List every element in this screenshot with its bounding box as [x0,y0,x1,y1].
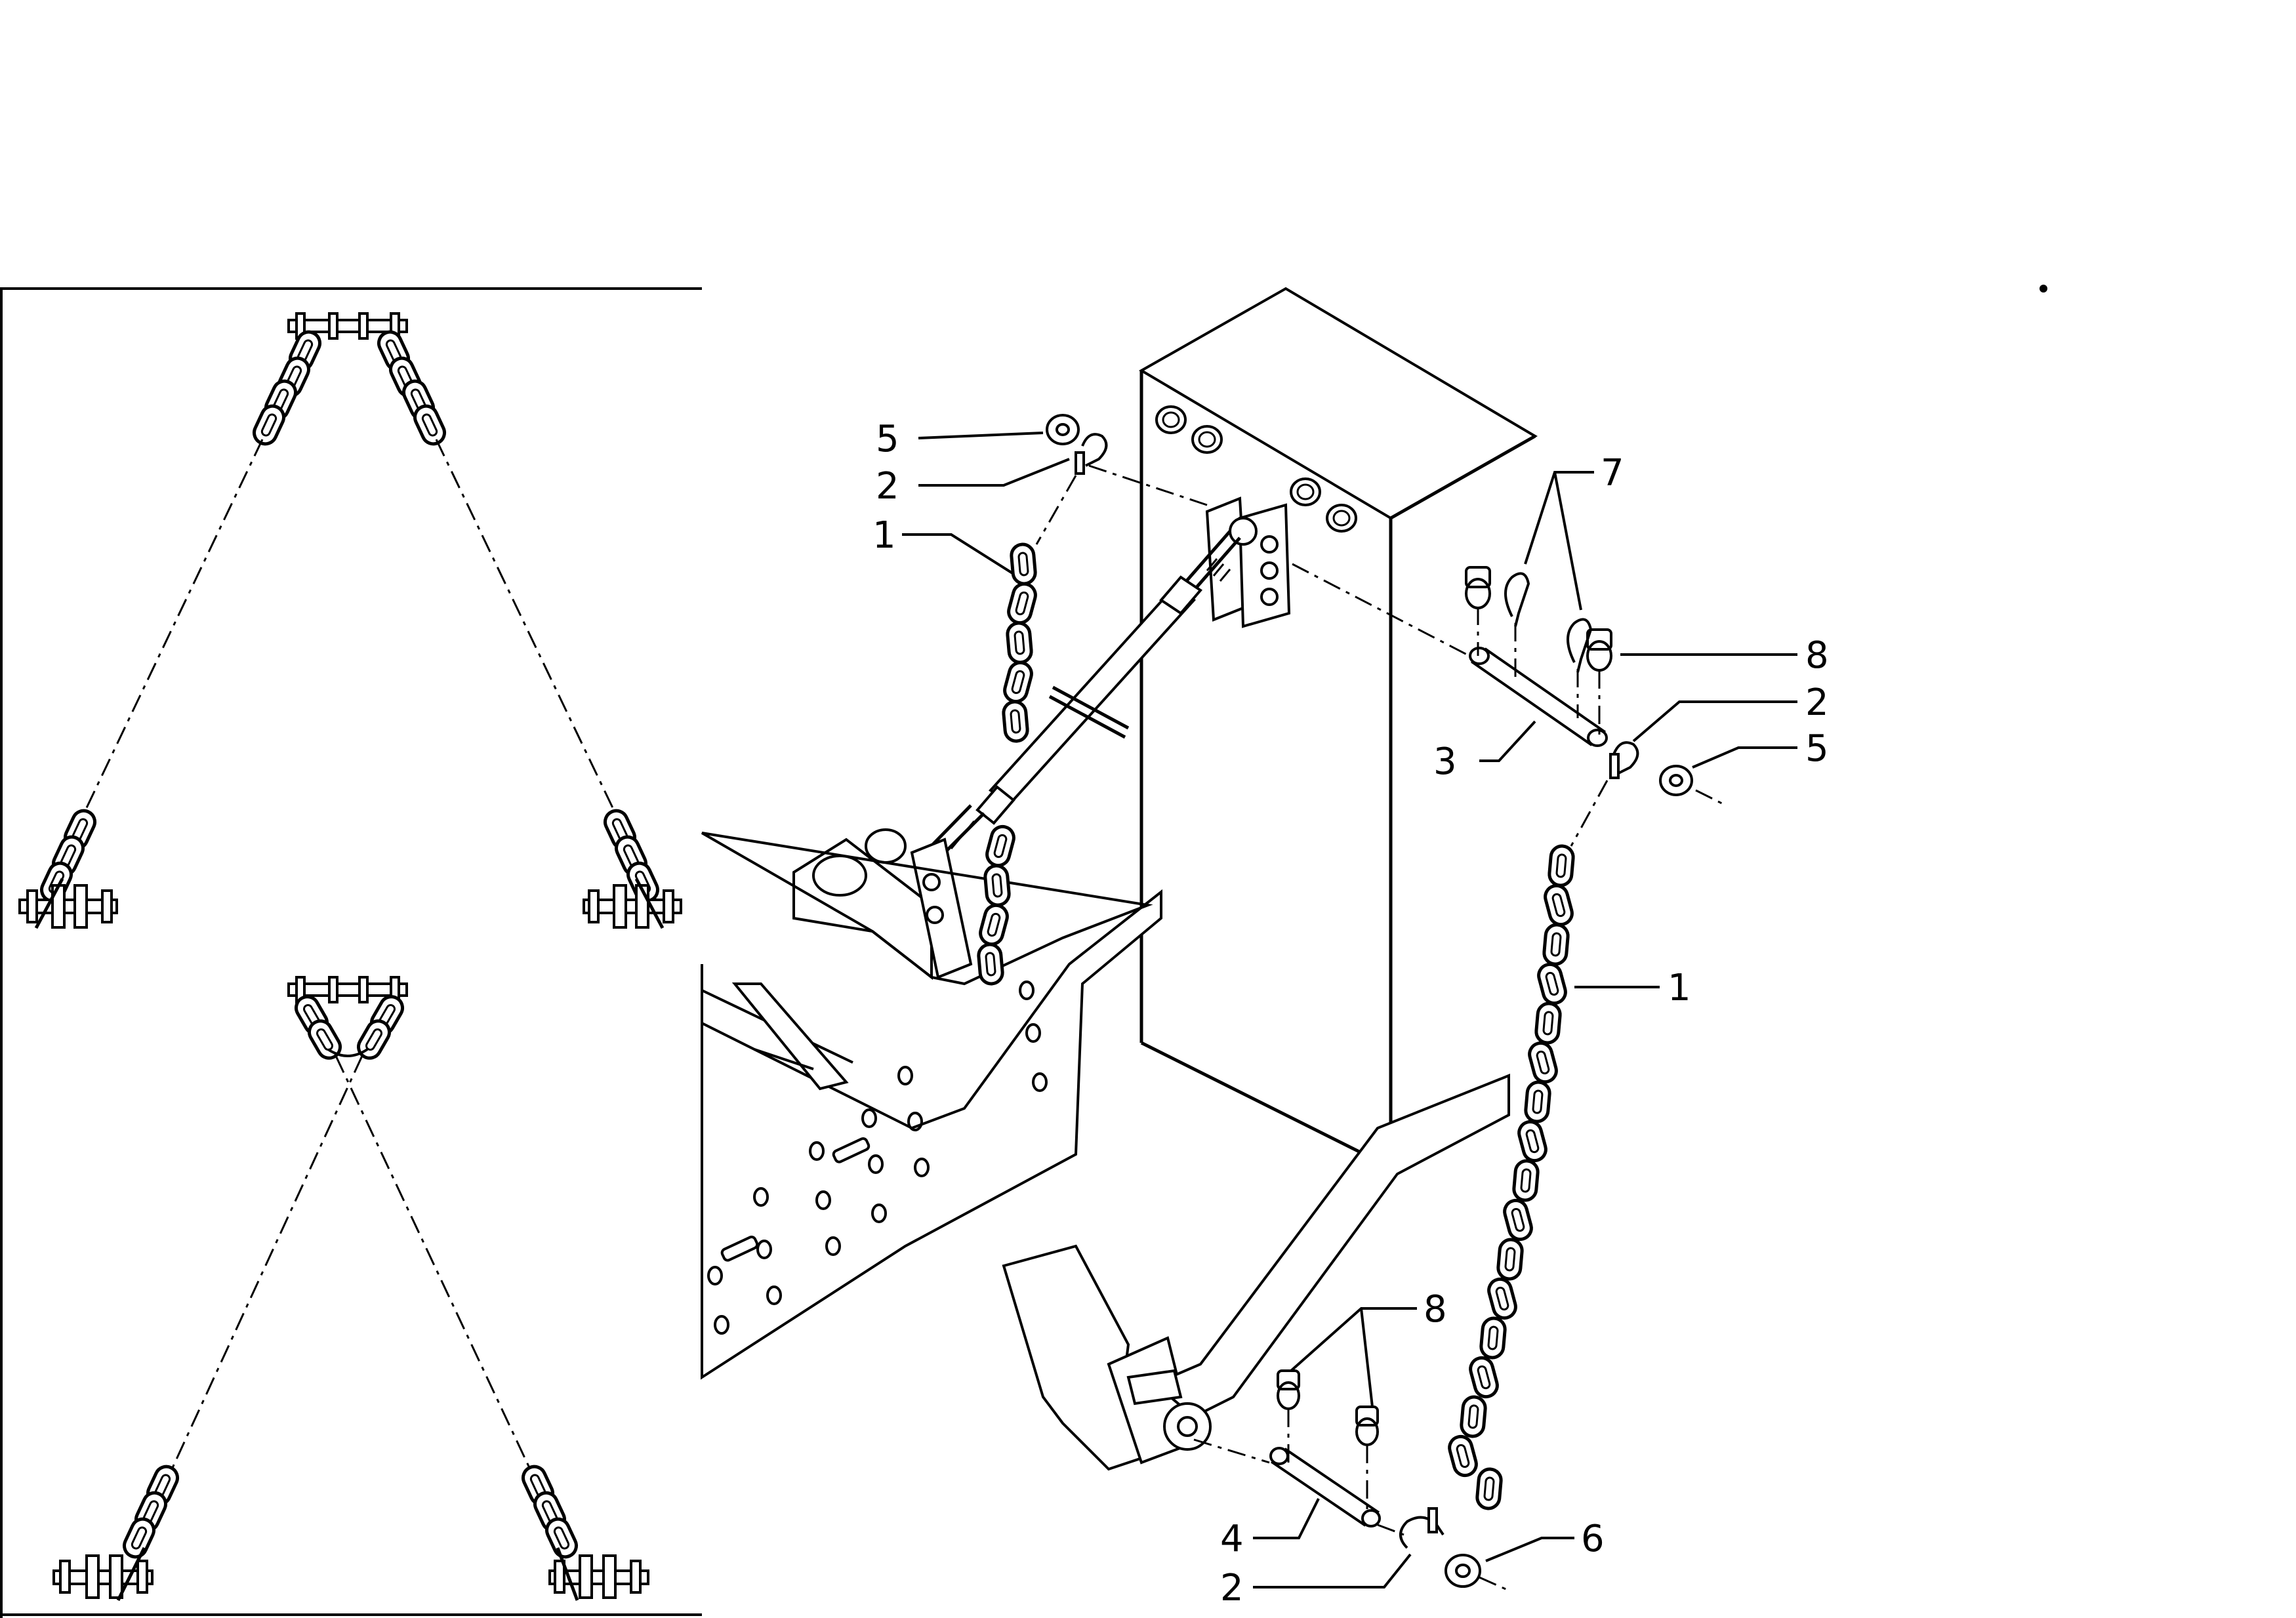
callout-2-right: 2 [1805,681,1829,724]
hitch-bracket [792,828,973,981]
lower-lift-arm [1002,1074,1510,1471]
chain-config-v [18,312,682,929]
lower-shackle [1399,1507,1445,1549]
callout-8-top: 8 [1805,634,1829,677]
lynch-pin-8c [1277,1369,1300,1466]
callout-8-bottom: 8 [1424,1288,1447,1331]
callout-6: 6 [1581,1518,1605,1560]
check-chain-right [1447,845,1574,1510]
callout-5-right: 5 [1805,727,1829,770]
lynch-pin-8d [1355,1406,1379,1512]
chain-config-x [52,976,649,1602]
r-clip-7b [1567,618,1593,718]
right-shackle-washer [1570,741,1723,847]
inset-chain-configurations [0,287,702,1618]
lower-pin-assembly [1193,1369,1509,1592]
lynch-pin-8b [1586,628,1612,735]
top-link-bracket [1205,496,1291,628]
tractor-housing-box [1139,287,1538,1169]
callout-4: 4 [1220,1518,1244,1560]
callout-7: 7 [1601,452,1624,495]
anchor-pin-b-right [548,1547,649,1601]
lynch-pin-8a [1465,566,1491,656]
callout-1-left: 1 [872,514,896,557]
callout-2-bottom: 2 [1220,1567,1244,1609]
main-exploded-view: 5 2 1 7 8 2 5 3 1 8 4 6 [701,287,1829,1609]
callout-5-top: 5 [876,418,899,460]
stray-dot [2040,285,2047,293]
callout-2-top: 2 [876,465,899,508]
anchor-pin-b-left [52,1547,154,1602]
top-shackle-washer [1035,414,1208,545]
top-pin-a [287,312,408,340]
anchor-pin-a-left [18,878,118,929]
frame-plate-holes [707,981,1048,1335]
callout-1-right: 1 [1668,967,1691,1009]
upper-pin-assembly [1292,563,1612,747]
top-pin-b [287,976,408,1003]
lift-arm-frame [701,832,1162,1380]
anchor-pin-a-right [583,878,682,929]
callouts: 5 2 1 7 8 2 5 3 1 8 4 6 [872,418,1829,1609]
r-clip-7a [1504,572,1530,679]
top-link-turnbuckle [920,530,1241,867]
washer-6 [1445,1554,1481,1588]
callout-3: 3 [1433,740,1457,783]
